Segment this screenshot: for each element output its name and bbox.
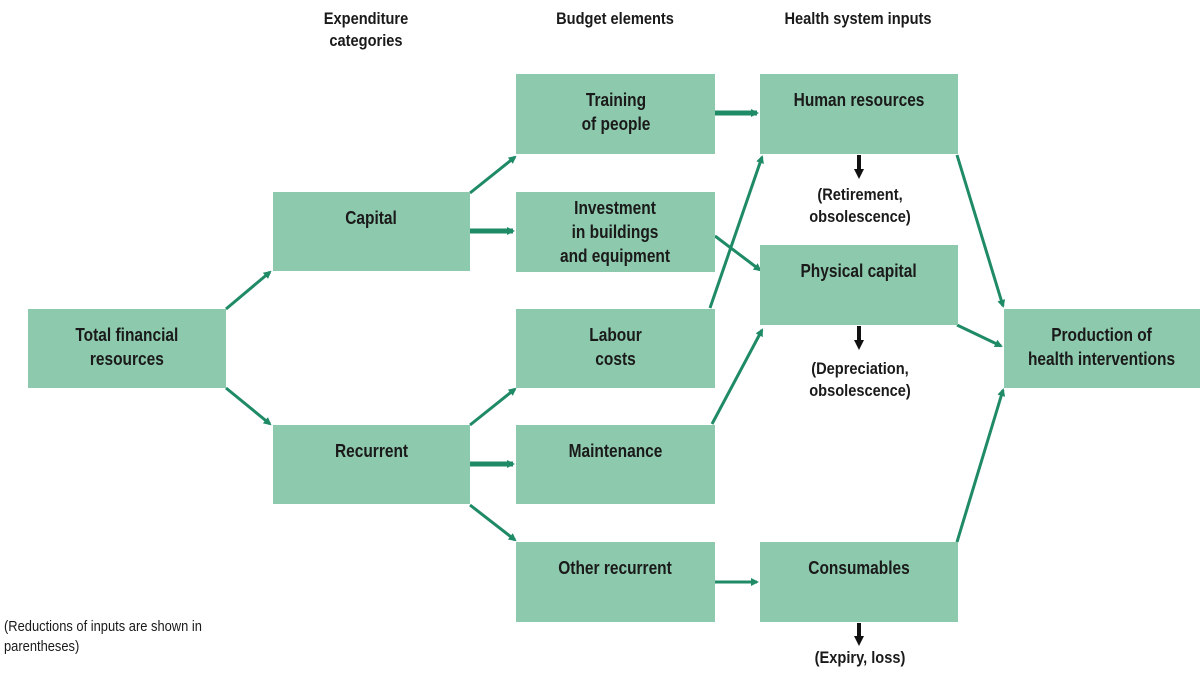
- box-label: Human resources: [793, 90, 925, 110]
- arrow-physical-to-production: [956, 323, 1003, 348]
- box-other-recurrent: Other recurrent: [516, 542, 715, 622]
- footnote: (Reductions of inputs are shown in paren…: [4, 618, 202, 655]
- box-label: Training of people: [581, 90, 650, 134]
- box-label: Capital: [345, 208, 398, 228]
- arrow-recurrent-to-other: [469, 503, 517, 542]
- box-investment: Investment in buildings and equipment: [516, 192, 715, 272]
- arrow-labour-to-human: [708, 155, 764, 309]
- reduction-human-resources: (Retirement, obsolescence): [809, 185, 911, 226]
- box-consumables: Consumables: [760, 542, 958, 622]
- box-recurrent: Recurrent: [273, 425, 470, 504]
- header-budget-elements: Budget elements: [556, 9, 674, 28]
- box-capital: Capital: [273, 192, 470, 271]
- reduction-consumables: (Expiry, loss): [814, 648, 906, 667]
- box-human-resources: Human resources: [760, 74, 958, 154]
- arrow-capital-to-training: [469, 155, 517, 195]
- arrow-consumables-to-production: [955, 388, 1006, 543]
- box-label: Labour costs: [589, 325, 642, 369]
- header-health-system-inputs: Health system inputs: [784, 9, 932, 28]
- box-label: Investment in buildings and equipment: [560, 198, 671, 266]
- box-label: Recurrent: [334, 441, 409, 461]
- box-label: Consumables: [808, 558, 910, 578]
- box-label: Physical capital: [800, 261, 918, 281]
- box-total-financial-resources: Total financial resources: [28, 309, 226, 388]
- box-production-of-health-interventions: Production of health interventions: [1004, 309, 1200, 388]
- box-label: Maintenance: [568, 441, 663, 461]
- box-physical-capital: Physical capital: [760, 245, 958, 325]
- box-labour-costs: Labour costs: [516, 309, 715, 388]
- box-training-of-people: Training of people: [516, 74, 715, 154]
- box-label: Total financial resources: [75, 325, 179, 369]
- box-maintenance: Maintenance: [516, 425, 715, 504]
- box-label: Production of health interventions: [1028, 325, 1176, 369]
- arrow-recurrent-to-labour: [469, 387, 517, 427]
- header-expenditure-categories: Expenditure categories: [323, 9, 409, 50]
- arrow-human-to-production: [955, 154, 1006, 308]
- arrow-total-to-recurrent: [225, 386, 272, 426]
- arrow-investment-to-physical: [714, 234, 762, 272]
- arrow-maintenance-to-physical: [710, 328, 764, 425]
- reduction-physical-capital: (Depreciation, obsolescence): [809, 359, 911, 400]
- arrow-total-to-capital: [225, 270, 272, 311]
- box-label: Other recurrent: [558, 558, 673, 578]
